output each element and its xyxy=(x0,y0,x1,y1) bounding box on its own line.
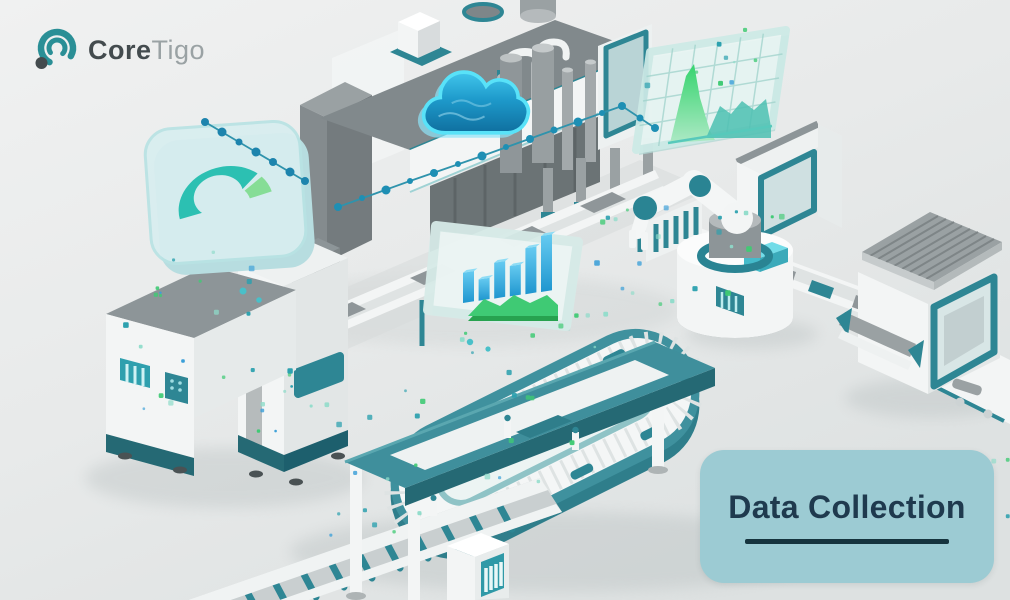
data-stream-lines xyxy=(201,102,659,211)
caption-label: Data Collection xyxy=(728,489,966,525)
coretigo-swirl-icon xyxy=(35,28,77,69)
caption-underline xyxy=(745,539,949,544)
loop-conveyor xyxy=(188,328,715,600)
brand-logo: CoreTigo xyxy=(30,24,205,76)
caption-card: Data Collection xyxy=(700,450,994,583)
robot-arm xyxy=(629,170,793,338)
brand-name-primary: Core xyxy=(88,34,152,65)
canopy xyxy=(344,340,715,506)
area-chart-panel xyxy=(632,26,790,155)
rooftop-vents xyxy=(390,0,556,66)
brand-name: CoreTigo xyxy=(88,34,206,65)
bar-chart-icon xyxy=(463,231,556,303)
brand-name-secondary: Tigo xyxy=(151,34,206,65)
sensor-posts xyxy=(430,414,579,516)
machines-left xyxy=(106,238,348,486)
green-wave xyxy=(468,295,558,321)
factory-building xyxy=(225,0,710,398)
bumper-rail xyxy=(836,308,924,370)
scanner-tunnel xyxy=(836,212,1010,424)
bar-chart-panel xyxy=(423,221,583,352)
area-chart-icon xyxy=(667,64,773,145)
cloud-icon xyxy=(417,70,531,138)
control-box xyxy=(447,533,509,600)
gauge-chart-icon xyxy=(178,165,272,220)
